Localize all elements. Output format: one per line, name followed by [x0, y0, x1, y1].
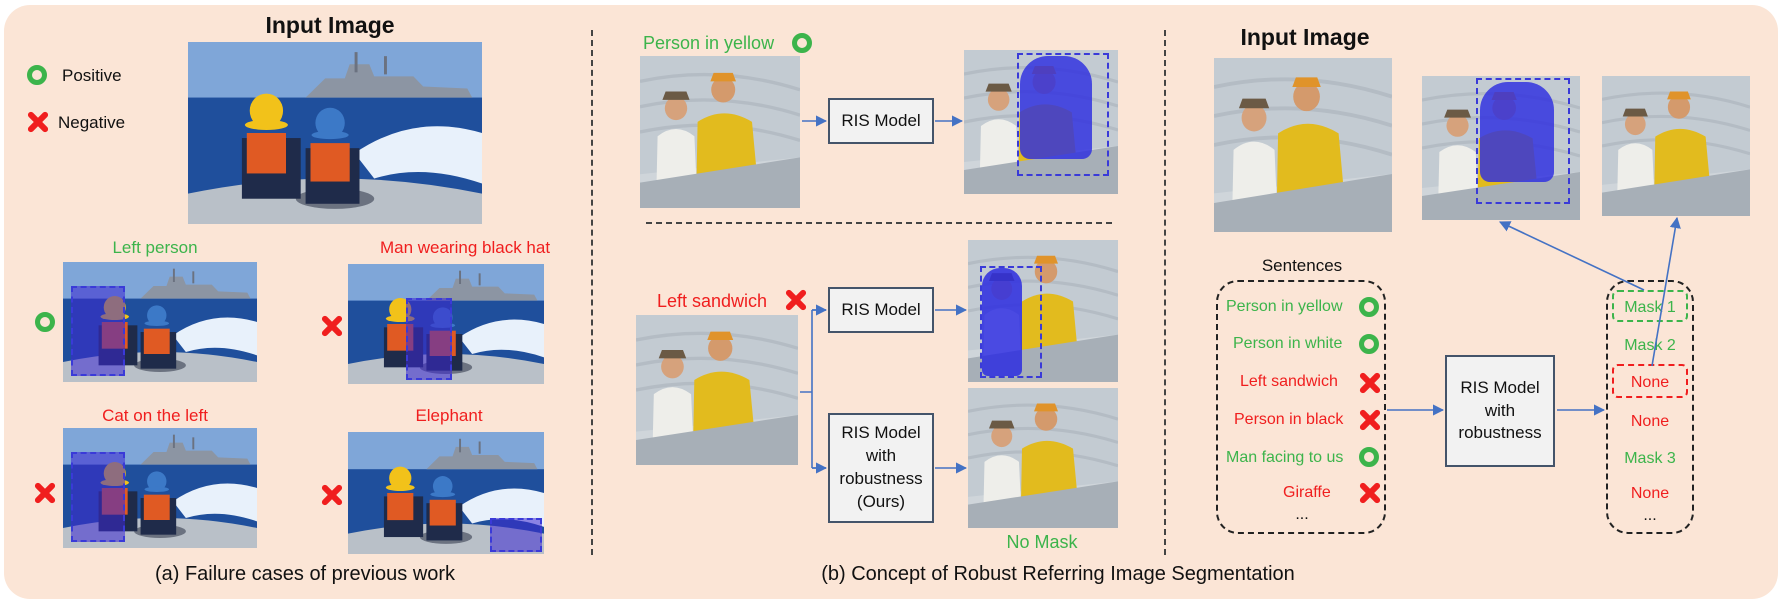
robust-ris-model-box: RIS Model with robustness (Ours) [828, 413, 934, 523]
caption-b: (b) Concept of Robust Referring Image Se… [821, 563, 1295, 585]
robust-model-line: RIS Model [841, 423, 921, 443]
case-positive-icon [35, 312, 55, 332]
case-elephant-image [348, 432, 544, 554]
no-mask-label: No Mask [1006, 532, 1078, 552]
output-item: Mask 3 [1624, 450, 1676, 467]
sentence-item: Man facing to us [1226, 449, 1344, 466]
bottom-query-label: Left sandwich [657, 291, 768, 311]
sentence-item: Giraffe [1283, 484, 1331, 501]
arrow [1498, 221, 1645, 291]
mask-overlay [1480, 82, 1554, 182]
output-box [980, 266, 1042, 378]
output-ellipsis: ... [1643, 507, 1657, 524]
divider-left [591, 30, 593, 555]
case-mask-box [490, 518, 542, 552]
positive-legend-icon [27, 65, 47, 85]
mask-output-image [1422, 76, 1580, 220]
branch-connector [800, 309, 826, 469]
panel-a-input-title: Input Image [265, 12, 395, 38]
sentence-ellipsis: ... [1295, 506, 1309, 523]
sentence-item: Person in black [1234, 411, 1344, 428]
caption-a: (a) Failure cases of previous work [154, 563, 456, 585]
outputs-box [1606, 280, 1694, 534]
divider-middle [646, 222, 1112, 224]
panel-b-input-title: Input Image [1240, 24, 1370, 50]
top-ris-model-box: RIS Model [828, 98, 934, 144]
sentence-item: Person in white [1233, 335, 1343, 352]
output-item: None [1630, 485, 1670, 502]
arrow [1651, 216, 1681, 367]
legend-positive-label: Positive [62, 66, 122, 85]
case-cat-image [63, 428, 257, 548]
case-black-hat-label: Man wearing black hat [379, 238, 551, 257]
positive-icon [1359, 297, 1379, 317]
sentence-item: Person in yellow [1226, 298, 1343, 315]
output-box [1017, 53, 1109, 176]
sentences-title: Sentences [1261, 256, 1343, 275]
case-elephant-label: Elephant [415, 406, 483, 425]
bottom-ris-model-box: RIS Model [828, 287, 934, 333]
case-left-person-image [63, 262, 257, 382]
mask-overlay [982, 268, 1022, 376]
positive-icon [792, 33, 812, 53]
output-item: None [1630, 413, 1670, 430]
mask1-highlight [1612, 290, 1688, 322]
case-left-person-label: Left person [112, 238, 198, 257]
case-mask-box [406, 298, 452, 380]
top-query-label: Person in yellow [643, 33, 775, 53]
robust-model-line: robustness [839, 469, 923, 488]
positive-icon [1359, 447, 1379, 467]
case-cat-label: Cat on the left [102, 406, 208, 425]
sentences-box [1216, 280, 1386, 534]
model-line: RIS Model [1460, 377, 1540, 397]
none-highlight [1612, 364, 1688, 398]
output-box [1476, 78, 1570, 204]
robust-model-line: with [865, 446, 897, 466]
sentence-item: Left sandwich [1240, 373, 1338, 390]
top-output-image [964, 50, 1118, 194]
case-mask-box [71, 286, 125, 376]
output-item: Mask 2 [1624, 337, 1676, 354]
divider-right [1164, 30, 1166, 555]
case-mask-box [71, 452, 125, 542]
output-item: None [1630, 374, 1670, 391]
positive-icon [1359, 334, 1379, 354]
mask-overlay [1020, 56, 1092, 159]
bottom-ris-output-image [968, 240, 1118, 382]
legend-negative-label: Negative [58, 113, 126, 132]
case-black-hat-image [348, 264, 544, 384]
model-line: with [1484, 400, 1516, 420]
robust-model-line: (Ours) [856, 491, 906, 511]
right-robust-model-box: RIS Model with robustness [1445, 355, 1555, 467]
model-line: robustness [1458, 423, 1542, 443]
